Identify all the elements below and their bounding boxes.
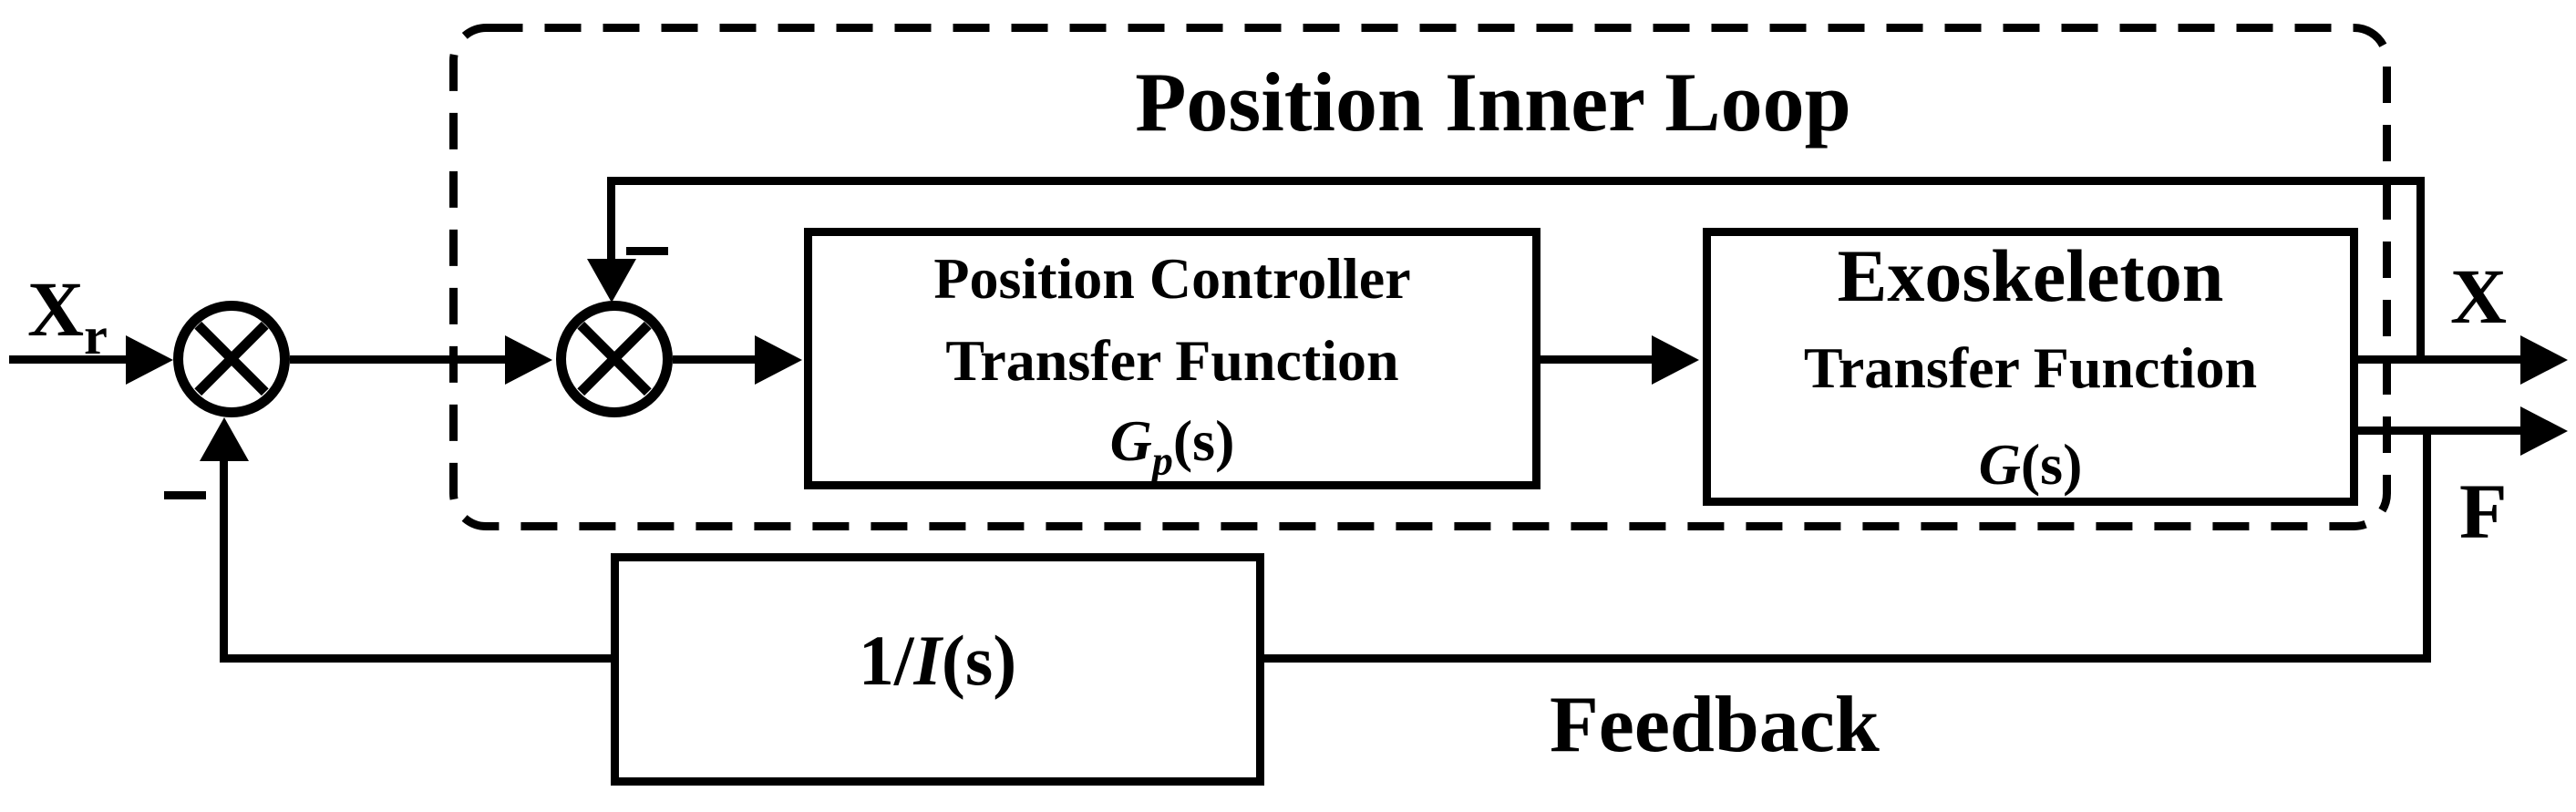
arrowhead-icon bbox=[505, 335, 552, 385]
inner-feedback-top-line bbox=[607, 177, 2425, 185]
exoskeleton-block bbox=[1703, 228, 2358, 506]
symbol-args: (s) bbox=[2020, 432, 2083, 497]
outer-feedback-right-drop bbox=[2423, 430, 2431, 663]
inner-loop-boundary bbox=[449, 24, 2391, 530]
output-f-line bbox=[2358, 427, 2522, 435]
symbol-args: (s) bbox=[941, 621, 1017, 700]
inverse-impedance-block bbox=[611, 553, 1264, 786]
outer-feedback-bottom-line-left bbox=[220, 654, 611, 663]
error-line-2 bbox=[673, 355, 757, 364]
position-controller-block bbox=[804, 228, 1540, 489]
exoskeleton-symbol: G(s) bbox=[1703, 436, 2358, 494]
output-f-label: F bbox=[2459, 468, 2508, 555]
output-f-arrowhead-icon bbox=[2520, 406, 2568, 456]
input-arrowhead-icon bbox=[126, 335, 173, 385]
minus-sign-outer-feedback-icon bbox=[164, 491, 206, 499]
inner-feedback-left-drop bbox=[607, 177, 615, 261]
position-controller-line1: Position Controller bbox=[933, 246, 1411, 311]
outer-feedback-bottom-line-right bbox=[1264, 654, 2431, 663]
input-signal-label: Xr bbox=[27, 270, 108, 363]
position-controller-symbol: Gp(s) bbox=[804, 412, 1540, 482]
arrowhead-icon bbox=[755, 335, 802, 385]
position-controller-line2: Transfer Function bbox=[945, 328, 1399, 393]
inverse-impedance-symbol: 1/I(s) bbox=[611, 625, 1264, 696]
input-signal-subscript: r bbox=[84, 306, 108, 365]
symbol-G: G bbox=[1978, 432, 2021, 497]
symbol-I: I bbox=[913, 621, 942, 700]
output-x-arrowhead-icon bbox=[2520, 335, 2568, 385]
control-line bbox=[1540, 355, 1654, 364]
summing-junction-outer bbox=[173, 301, 290, 417]
symbol-args: (s) bbox=[1172, 408, 1235, 473]
outer-feedback-arrowhead-icon bbox=[200, 417, 249, 461]
minus-sign-inner-feedback-icon bbox=[626, 247, 668, 255]
inner-feedback-arrowhead-icon bbox=[587, 259, 636, 303]
inner-loop-title: Position Inner Loop bbox=[1135, 56, 1851, 149]
summing-junction-inner bbox=[556, 301, 673, 417]
outer-feedback-left-rise bbox=[220, 459, 228, 663]
input-signal-base: X bbox=[27, 265, 85, 353]
arrowhead-icon bbox=[1652, 335, 1699, 385]
symbol-subscript-p: p bbox=[1151, 437, 1173, 484]
inner-feedback-right-drop bbox=[2416, 177, 2425, 364]
output-x-label: X bbox=[2450, 252, 2508, 340]
exoskeleton-line2: Transfer Function bbox=[1803, 335, 2258, 400]
input-line bbox=[9, 355, 128, 364]
symbol-G: G bbox=[1109, 408, 1152, 473]
error-line-1 bbox=[290, 355, 507, 364]
symbol-one-over: 1/ bbox=[858, 621, 914, 700]
exoskeleton-line1: Exoskeleton bbox=[1837, 234, 2224, 317]
feedback-label: Feedback bbox=[1550, 681, 1880, 769]
output-x-line bbox=[2358, 355, 2522, 364]
